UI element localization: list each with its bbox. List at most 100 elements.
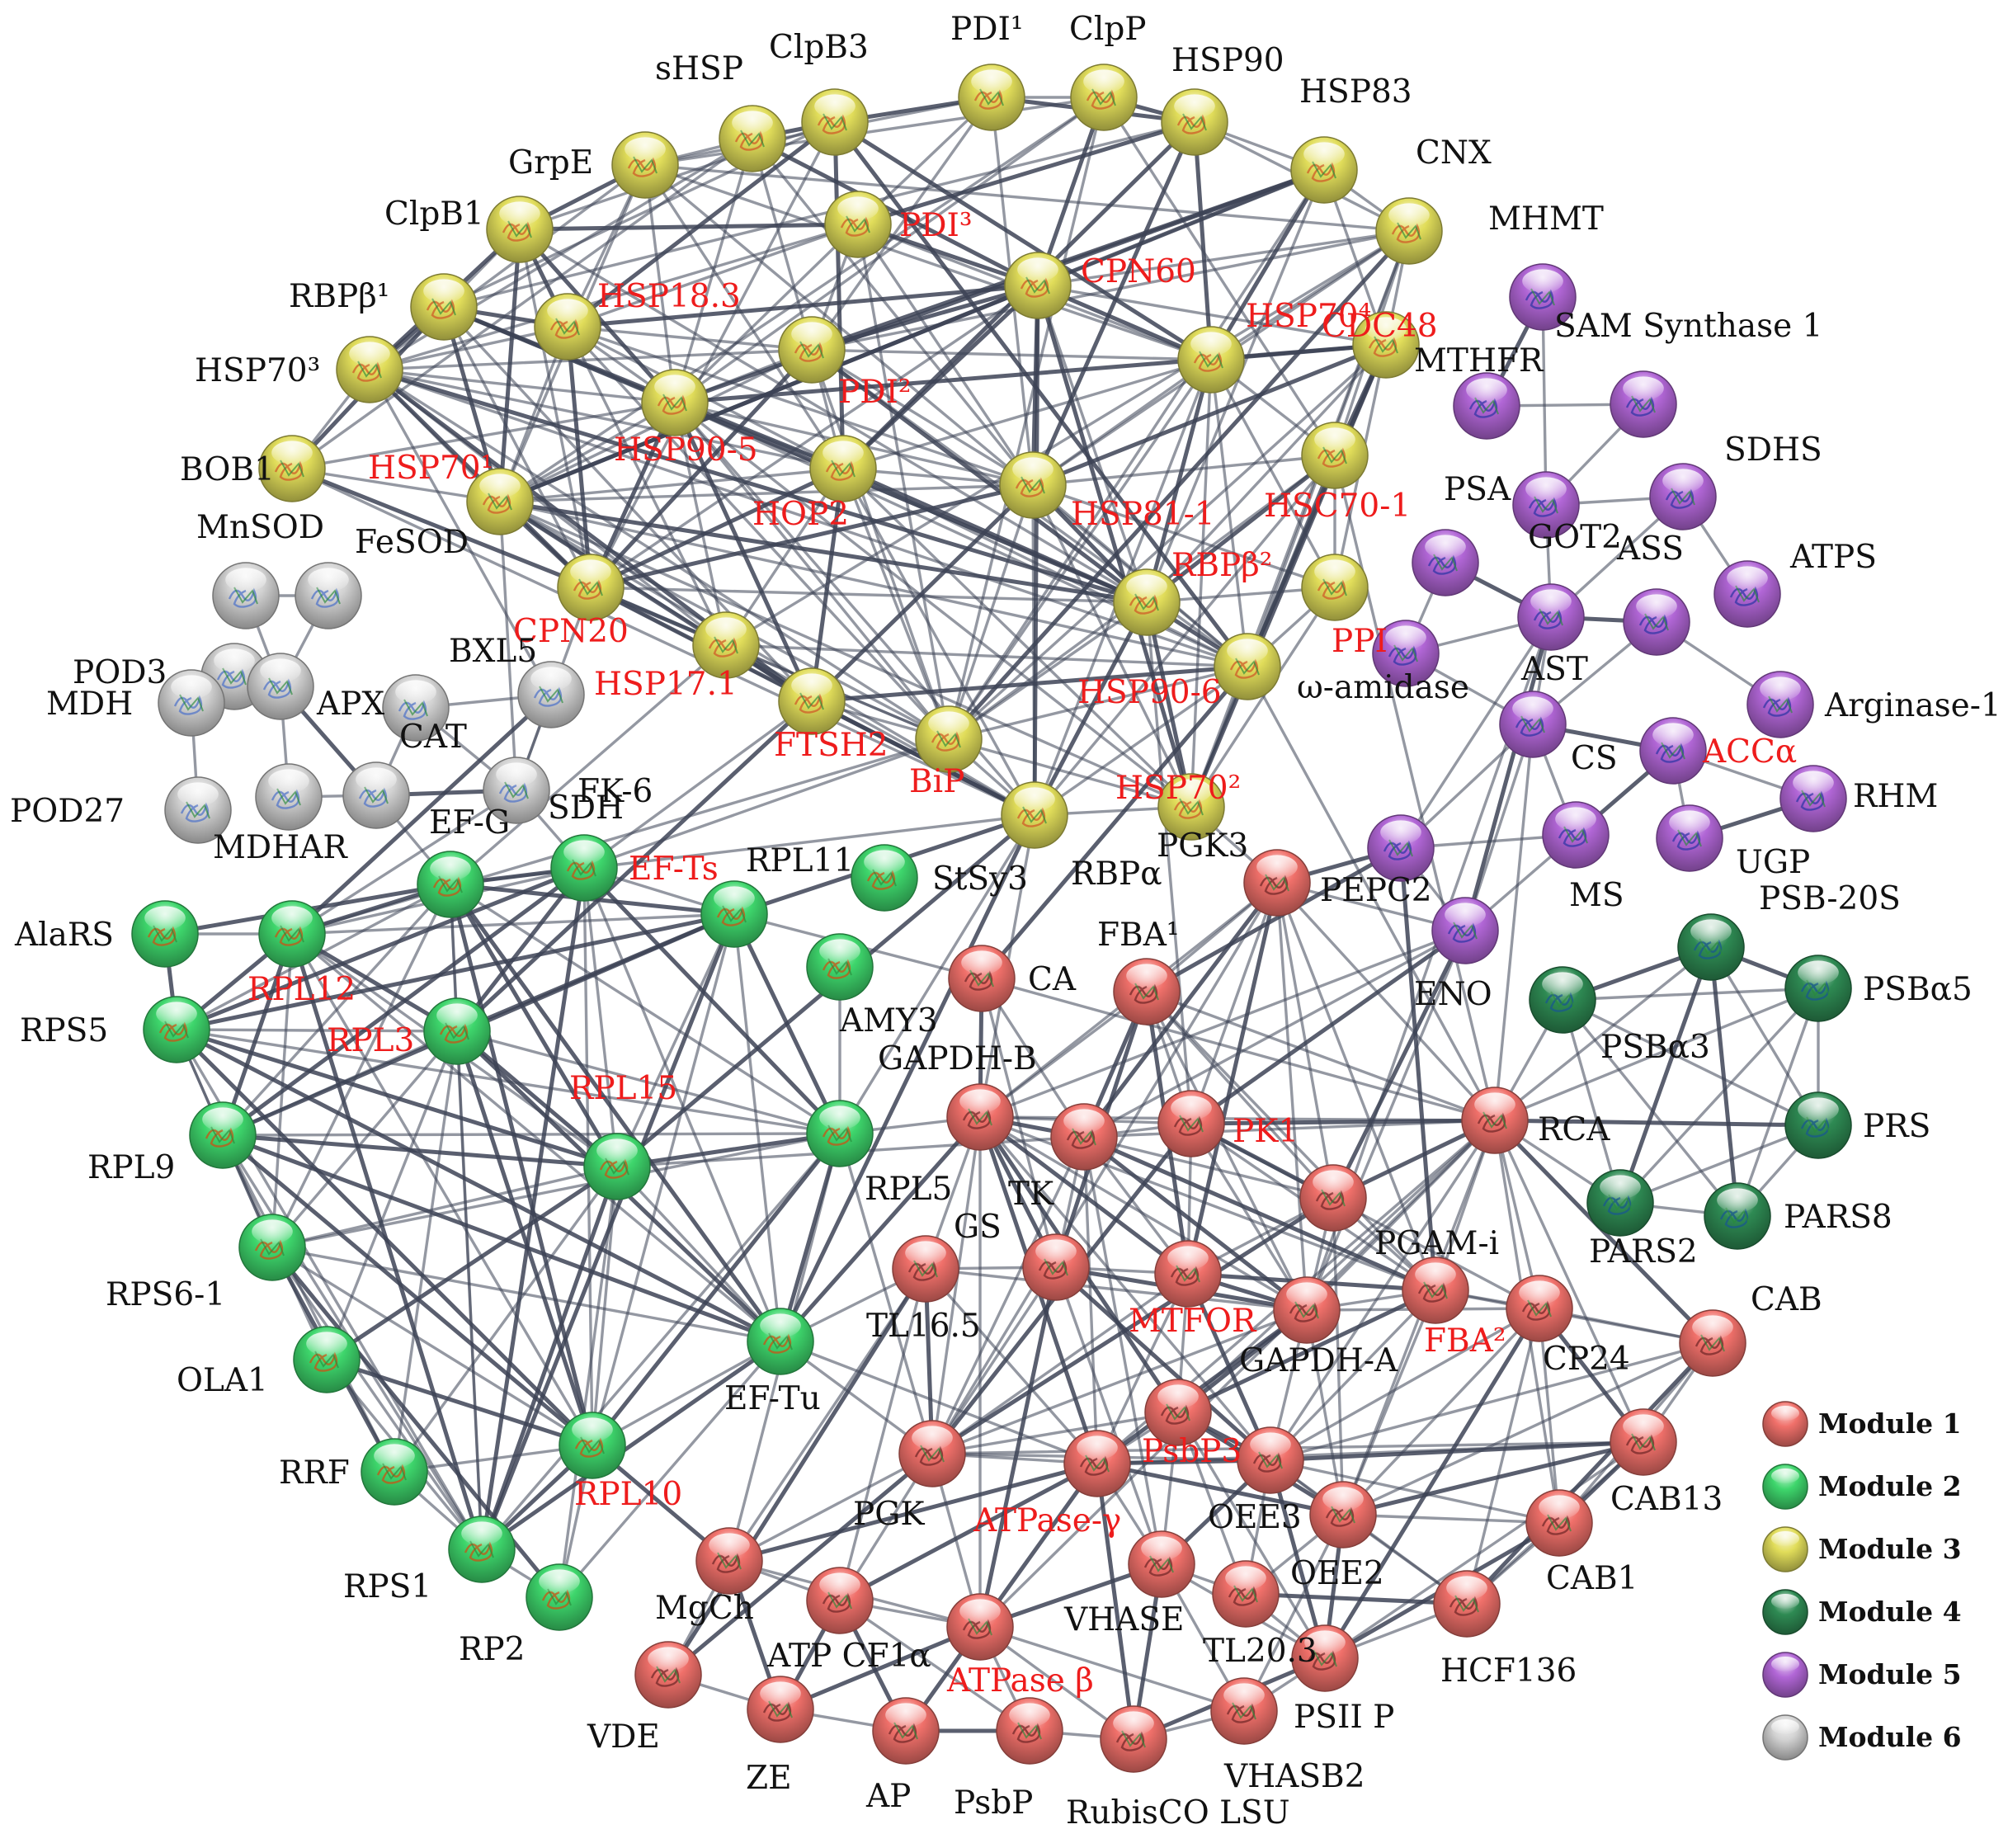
node-MTFOR[interactable] bbox=[1154, 1240, 1222, 1308]
node-HSP90[interactable] bbox=[1161, 88, 1228, 156]
node-ENO[interactable] bbox=[1431, 897, 1499, 964]
node-VHASB2[interactable] bbox=[1210, 1677, 1278, 1745]
node-RPL3[interactable] bbox=[423, 997, 491, 1065]
node-PEPC2[interactable] bbox=[1367, 814, 1435, 882]
node-PsbP3[interactable] bbox=[1144, 1379, 1212, 1446]
node-CP24[interactable] bbox=[1506, 1275, 1573, 1342]
node-FBA1[interactable] bbox=[1113, 958, 1181, 1025]
node-RPS6-1[interactable] bbox=[238, 1214, 306, 1281]
node-AlaRS[interactable] bbox=[131, 900, 199, 968]
node-RPL15[interactable] bbox=[583, 1133, 651, 1200]
node-CAB[interactable] bbox=[1679, 1309, 1746, 1377]
node-HSP70_3[interactable] bbox=[336, 336, 403, 403]
node-HSP90-5[interactable] bbox=[641, 369, 709, 436]
node-RPL5[interactable] bbox=[806, 1100, 874, 1167]
node-OLA1[interactable] bbox=[293, 1326, 361, 1393]
node-APX[interactable] bbox=[247, 653, 314, 720]
node-SDH[interactable] bbox=[483, 757, 550, 824]
node-HSP17.1[interactable] bbox=[692, 611, 760, 679]
node-OEE2[interactable] bbox=[1309, 1481, 1377, 1549]
node-RBPb1[interactable] bbox=[410, 273, 478, 341]
node-HSC70-1[interactable] bbox=[1301, 422, 1369, 489]
node-FK-6[interactable] bbox=[517, 661, 585, 728]
node-HOP2[interactable] bbox=[809, 435, 877, 502]
node-ATPaseB[interactable] bbox=[946, 1593, 1014, 1661]
node-GS[interactable] bbox=[1022, 1233, 1090, 1301]
node-FTSH2[interactable] bbox=[778, 667, 846, 735]
node-RPS1[interactable] bbox=[448, 1516, 516, 1583]
node-ZE[interactable] bbox=[747, 1676, 814, 1743]
node-RPL10[interactable] bbox=[559, 1412, 626, 1479]
node-CAB1[interactable] bbox=[1525, 1489, 1593, 1557]
node-FBA2[interactable] bbox=[1402, 1256, 1469, 1324]
node-GOT2[interactable] bbox=[1512, 471, 1580, 539]
node-MDHAR[interactable] bbox=[255, 763, 323, 831]
node-PDI2[interactable] bbox=[778, 316, 846, 384]
node-OEE3[interactable] bbox=[1237, 1426, 1304, 1494]
node-SAM[interactable] bbox=[1610, 370, 1677, 438]
node-PDI3[interactable] bbox=[824, 191, 892, 258]
node-MS[interactable] bbox=[1542, 801, 1610, 869]
node-ATPS[interactable] bbox=[1713, 560, 1781, 628]
node-BiP[interactable] bbox=[915, 705, 983, 773]
node-HSP70_4[interactable] bbox=[1177, 326, 1245, 394]
node-EF-G[interactable] bbox=[417, 851, 484, 918]
node-PARS8[interactable] bbox=[1704, 1182, 1771, 1250]
node-PSA[interactable] bbox=[1412, 529, 1479, 596]
node-HSP90-6[interactable] bbox=[1214, 633, 1281, 700]
node-RPL9[interactable] bbox=[189, 1101, 257, 1169]
node-PSBa3[interactable] bbox=[1529, 966, 1596, 1034]
node-HSP83[interactable] bbox=[1290, 136, 1358, 204]
node-RPL12[interactable] bbox=[258, 900, 326, 968]
node-AMY3[interactable] bbox=[806, 933, 874, 1001]
node-PPI[interactable] bbox=[1301, 554, 1369, 621]
node-CDC48[interactable] bbox=[1352, 311, 1420, 379]
node-RBPa[interactable] bbox=[1001, 781, 1068, 849]
node-PSIIP[interactable] bbox=[1291, 1624, 1359, 1692]
node-HSP18.3[interactable] bbox=[534, 293, 601, 361]
node-SDHS[interactable] bbox=[1649, 463, 1717, 530]
node-MnSOD[interactable] bbox=[212, 562, 280, 629]
node-PSBa5[interactable] bbox=[1784, 955, 1852, 1022]
node-GAPDH-B[interactable] bbox=[946, 1083, 1014, 1151]
node-RHM[interactable] bbox=[1779, 765, 1847, 832]
node-PARS2[interactable] bbox=[1586, 1169, 1654, 1237]
node-ClpB3[interactable] bbox=[801, 88, 869, 156]
node-PRS[interactable] bbox=[1784, 1091, 1852, 1159]
node-AP[interactable] bbox=[872, 1697, 940, 1765]
node-CS[interactable] bbox=[1499, 691, 1567, 758]
node-Arginase[interactable] bbox=[1746, 671, 1814, 738]
node-PGK[interactable] bbox=[898, 1420, 966, 1487]
node-MTHFR[interactable] bbox=[1453, 372, 1520, 440]
node-CAT[interactable] bbox=[342, 761, 410, 829]
node-RubisCO[interactable] bbox=[1100, 1705, 1167, 1773]
node-GAPDH-A[interactable] bbox=[1273, 1276, 1341, 1344]
node-EF-Tu[interactable] bbox=[747, 1308, 814, 1375]
node-ASS[interactable] bbox=[1623, 588, 1690, 656]
node-MHMT[interactable] bbox=[1509, 263, 1577, 331]
node-BOB1[interactable] bbox=[258, 435, 326, 502]
node-ATPase-g[interactable] bbox=[1063, 1430, 1131, 1497]
node-AST[interactable] bbox=[1517, 583, 1585, 651]
node-POD27[interactable] bbox=[164, 776, 232, 844]
node-CA[interactable] bbox=[948, 945, 1016, 1012]
node-RPS5[interactable] bbox=[143, 996, 210, 1063]
node-CNX[interactable] bbox=[1375, 197, 1443, 265]
node-RCA[interactable] bbox=[1461, 1087, 1529, 1154]
node-PsbP[interactable] bbox=[996, 1697, 1063, 1765]
node-CPN20[interactable] bbox=[557, 554, 625, 621]
node-HSP70_2[interactable] bbox=[1157, 773, 1225, 841]
node-MgCh[interactable] bbox=[695, 1527, 763, 1595]
node-ClpP[interactable] bbox=[1070, 64, 1138, 131]
node-EF-Ts[interactable] bbox=[550, 834, 618, 902]
node-TL16.5[interactable] bbox=[892, 1235, 959, 1303]
node-HCF136[interactable] bbox=[1433, 1570, 1501, 1638]
node-ACCa[interactable] bbox=[1639, 717, 1707, 785]
node-RP2[interactable] bbox=[526, 1563, 593, 1631]
node-RRF[interactable] bbox=[361, 1438, 428, 1506]
node-ClpB1[interactable] bbox=[486, 196, 554, 263]
node-RBPb2[interactable] bbox=[1113, 568, 1181, 636]
node-PGK3[interactable] bbox=[1243, 849, 1311, 917]
node-StSy3[interactable] bbox=[851, 844, 918, 912]
node-omega[interactable] bbox=[1372, 620, 1440, 687]
